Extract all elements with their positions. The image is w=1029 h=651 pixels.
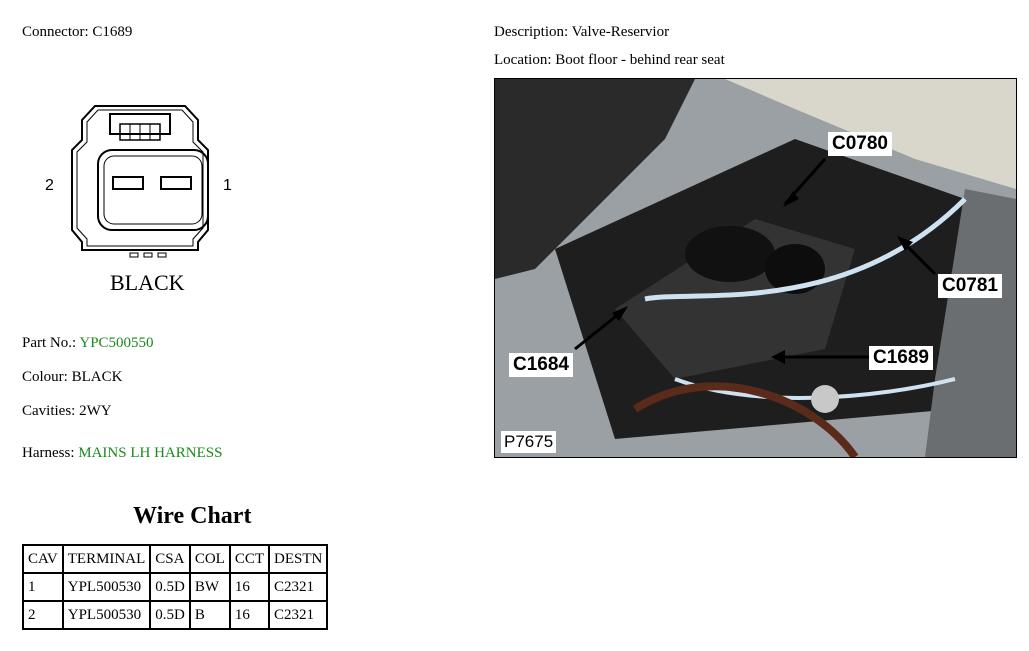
table-row: 2 YPL500530 0.5D B 16 C2321 xyxy=(22,600,329,630)
pin-2-label: 2 xyxy=(45,177,54,194)
photo-id: P7675 xyxy=(501,431,557,453)
callout-c0780: C0780 xyxy=(828,132,892,156)
colour: Colour: BLACK xyxy=(22,369,123,385)
col-header-terminal: TERMINAL xyxy=(61,544,152,574)
callout-c1684: C1684 xyxy=(509,353,573,377)
cell-csa: 0.5D xyxy=(149,572,191,602)
col-header-destn: DESTN xyxy=(268,544,329,574)
cavities: Cavities: 2WY xyxy=(22,403,112,419)
col-header-col: COL xyxy=(188,544,231,574)
connector-label: Connector: C1689 xyxy=(22,24,133,40)
cell-csa: 0.5D xyxy=(149,600,191,630)
cell-cct: 16 xyxy=(228,600,271,630)
cell-cav: 1 xyxy=(22,572,64,602)
callout-c1689: C1689 xyxy=(869,346,933,370)
location: Location: Boot floor - behind rear seat xyxy=(494,52,725,68)
callout-c0781: C0781 xyxy=(938,274,1002,298)
part-number-label: Part No.: xyxy=(22,335,80,351)
harness: Harness: MAINS LH HARNESS xyxy=(22,444,222,462)
cell-terminal: YPL500530 xyxy=(61,572,152,602)
table-row: 1 YPL500530 0.5D BW 16 C2321 xyxy=(22,572,329,602)
wire-chart-title: Wire Chart xyxy=(133,503,252,529)
pin-1-label: 1 xyxy=(223,177,232,194)
part-number: Part No.: YPC500550 xyxy=(22,334,154,352)
part-number-value: YPC500550 xyxy=(79,335,154,351)
cell-col: B xyxy=(188,600,231,630)
wire-chart-table: CAV TERMINAL CSA COL CCT DESTN 1 YPL5005… xyxy=(22,544,329,630)
cell-destn: C2321 xyxy=(268,572,329,602)
location-photo: C0780 C0781 C1684 C1689 P7675 xyxy=(494,78,1017,458)
harness-label: Harness: xyxy=(22,445,79,461)
cell-col: BW xyxy=(188,572,231,602)
connector-color-label: BLACK xyxy=(110,270,185,295)
cell-cct: 16 xyxy=(228,572,271,602)
connector-face-diagram: 2 1 BLACK xyxy=(45,105,232,295)
cell-destn: C2321 xyxy=(268,600,329,630)
table-header-row: CAV TERMINAL CSA COL CCT DESTN xyxy=(22,544,329,574)
description: Description: Valve-Reservior xyxy=(494,24,670,40)
photo-illustration xyxy=(495,79,1016,457)
harness-value: MAINS LH HARNESS xyxy=(78,445,223,461)
cell-cav: 2 xyxy=(22,600,64,630)
cell-terminal: YPL500530 xyxy=(61,600,152,630)
col-header-cct: CCT xyxy=(228,544,271,574)
col-header-csa: CSA xyxy=(149,544,191,574)
col-header-cav: CAV xyxy=(22,544,64,574)
